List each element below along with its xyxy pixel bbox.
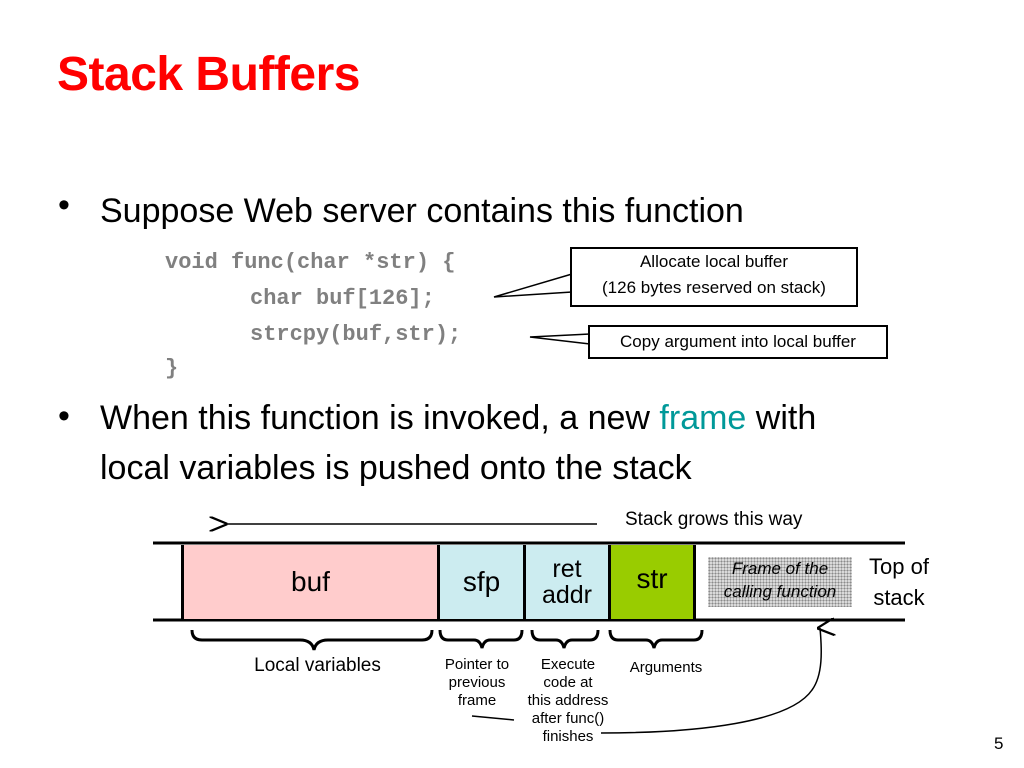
execute-line-4: after func(): [531, 710, 605, 727]
code-line-2: char buf[126];: [250, 286, 435, 311]
sfp-label: sfp: [462, 566, 501, 597]
code-line-4: }: [165, 356, 179, 381]
slide-title: Stack Buffers: [57, 48, 360, 101]
top-of-stack-line-1: Top of: [869, 554, 929, 579]
bullet-marker-1: •: [58, 186, 70, 224]
bullet-2-text-before: When this function is invoked, a new: [100, 399, 650, 437]
execute-code-label: Execute code at this address after func(…: [514, 656, 622, 746]
stack-cell-sfp: sfp: [437, 545, 526, 619]
execute-line-5: finishes: [542, 728, 594, 745]
return-address-arrow: [600, 628, 821, 734]
bullet-marker-2: •: [58, 397, 70, 435]
pointer-line-2: previous: [448, 674, 506, 691]
buf-label: buf: [291, 566, 330, 597]
str-label: str: [636, 563, 668, 594]
ret-label-line-2: addr: [541, 581, 593, 609]
copy-callout-text: Copy argument into local buffer: [620, 332, 856, 351]
execute-line-3: this address: [527, 692, 609, 709]
page-number: 5: [994, 734, 1004, 753]
pointer-line-3: frame: [457, 692, 497, 709]
code-line-1: void func(char *str) {: [165, 250, 456, 275]
bullet-2-highlight-frame: frame: [659, 399, 747, 437]
pointer-line-1: Pointer to: [444, 656, 510, 673]
bullet-2-text-after: with: [755, 399, 817, 437]
local-variables-brace: [190, 629, 434, 651]
pointer-to-previous-frame-label: Pointer to previous frame: [432, 656, 522, 710]
bullet-2-text: When this function is invoked, a new fra…: [100, 393, 1000, 493]
code-line-3: strcpy(buf,str);: [250, 322, 462, 347]
sfp-brace: [438, 629, 524, 649]
pointer-connector: [471, 715, 515, 721]
stack-cell-buf: buf: [181, 545, 440, 619]
allocate-callout-pointer: [493, 273, 573, 298]
copy-argument-callout: Copy argument into local buffer: [588, 325, 888, 359]
calling-function-frame: Frame of the calling function: [708, 557, 852, 607]
execute-line-2: code at: [543, 674, 593, 691]
stack-grows-label: Stack grows this way: [625, 509, 803, 530]
bullet-1-text: Suppose Web server contains this functio…: [100, 192, 744, 230]
ret-addr-brace: [530, 629, 600, 649]
allocate-callout-line-1: Allocate local buffer: [639, 252, 789, 271]
frame-label-line-2: calling function: [723, 582, 837, 601]
frame-label-line-1: Frame of the: [731, 559, 829, 578]
stack-cell-str: str: [608, 545, 696, 619]
bullet-2-line-2: local variables is pushed onto the stack: [100, 449, 692, 487]
allocate-buffer-callout: Allocate local buffer (126 bytes reserve…: [570, 247, 858, 307]
top-of-stack-line-2: stack: [873, 585, 925, 610]
bullet-2-line-1: When this function is invoked, a new fra…: [100, 393, 1000, 443]
arguments-brace: [608, 629, 704, 649]
ret-label-line-1: ret: [552, 555, 582, 583]
stack-cell-ret-addr: ret addr: [523, 545, 611, 619]
local-variables-label: Local variables: [254, 655, 381, 676]
allocate-callout-line-2: (126 bytes reserved on stack): [602, 278, 826, 297]
arguments-label: Arguments: [629, 659, 703, 676]
execute-line-1: Execute: [540, 656, 596, 673]
copy-callout-pointer: [529, 333, 591, 345]
top-of-stack-label: Top of stack: [858, 551, 940, 613]
